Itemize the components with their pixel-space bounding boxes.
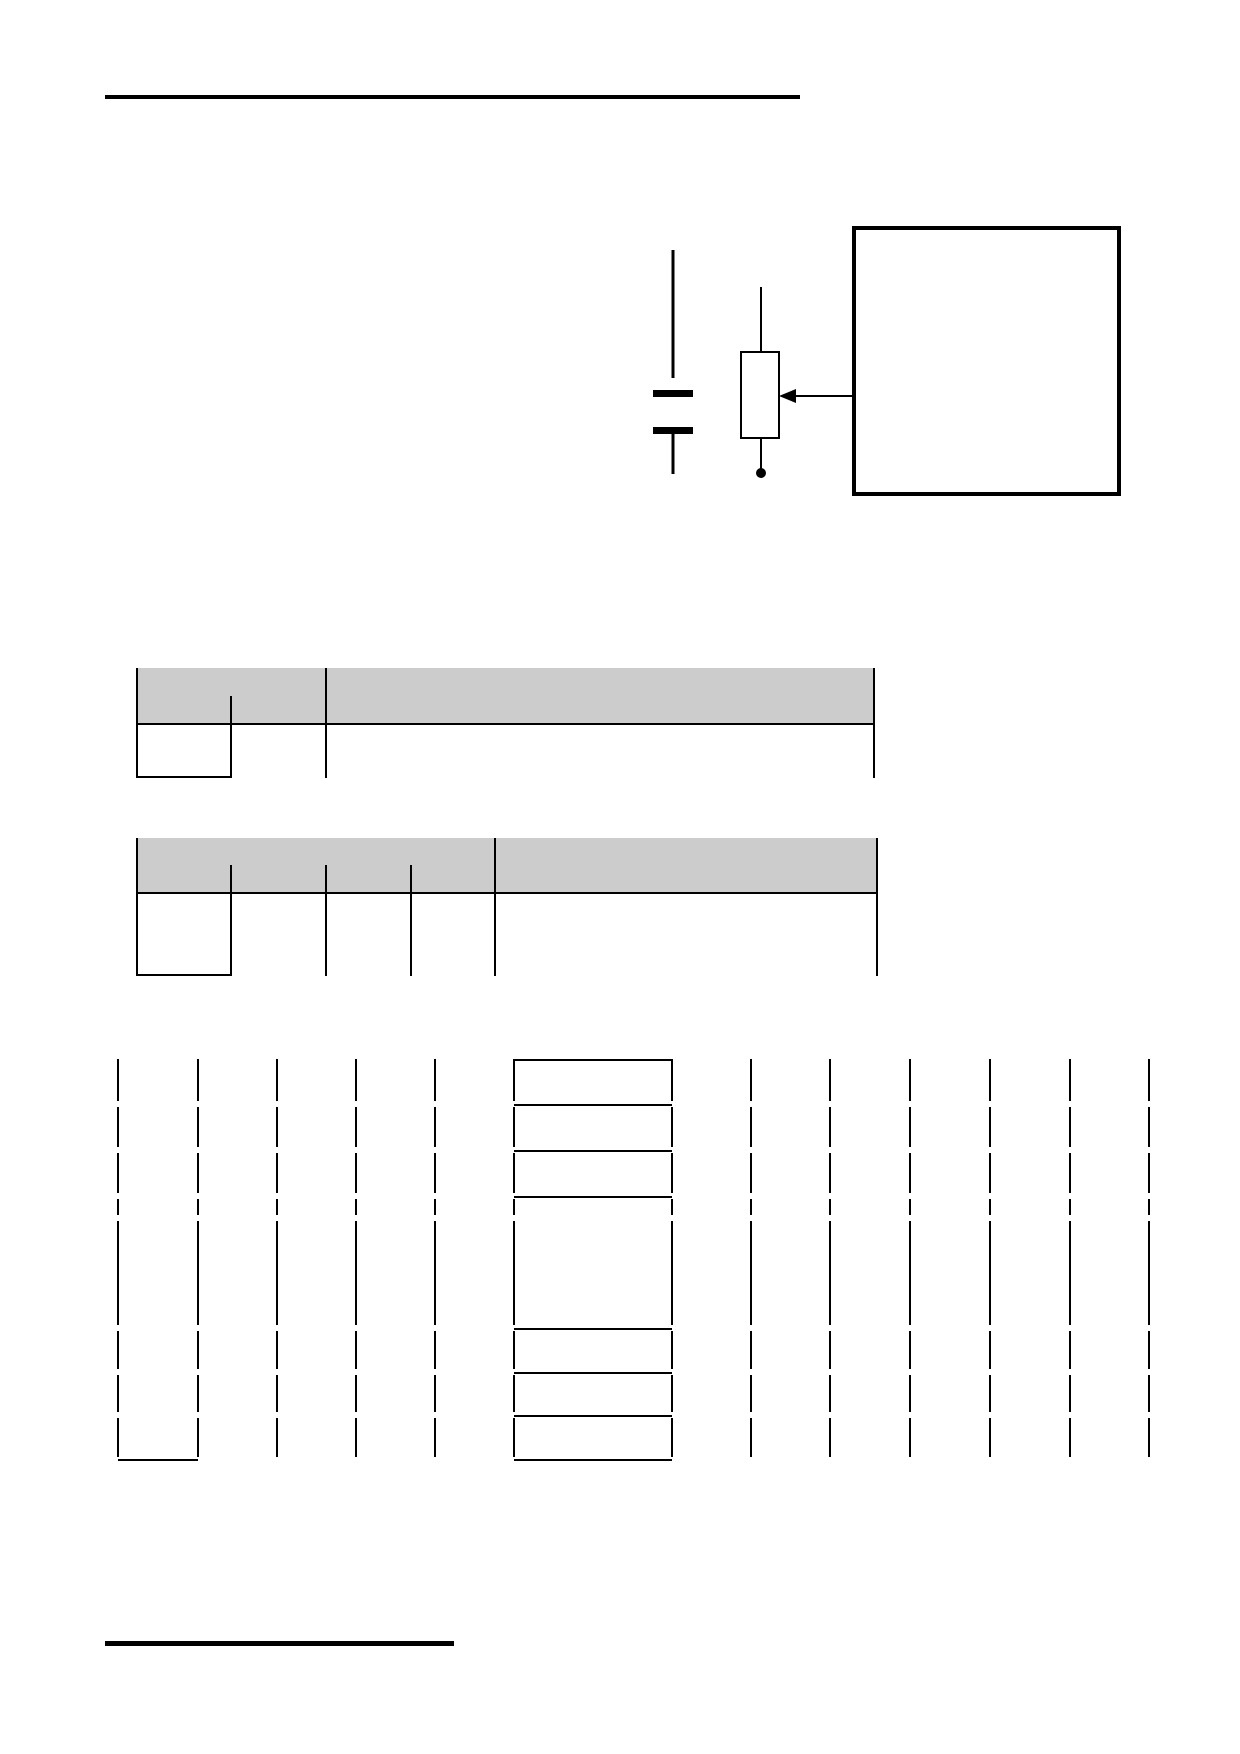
table-2-header bbox=[137, 838, 877, 894]
header-rule bbox=[105, 95, 800, 99]
capacitor-symbol bbox=[653, 250, 693, 474]
wiper-arrow-icon bbox=[779, 389, 853, 403]
footer-rule bbox=[105, 1641, 454, 1646]
control-block bbox=[852, 226, 1121, 496]
schematic-diagram bbox=[653, 226, 1121, 496]
potentiometer-symbol bbox=[740, 287, 780, 478]
table-1-header bbox=[137, 668, 874, 725]
timing-grid bbox=[117, 1059, 1150, 1461]
